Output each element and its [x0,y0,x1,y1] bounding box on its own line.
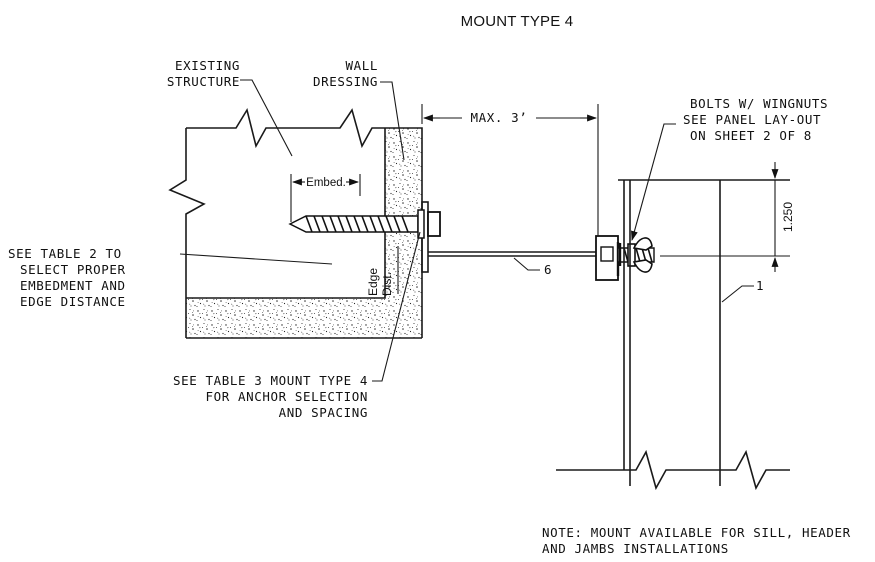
max-3ft-dimension: MAX. 3’ [421,104,599,236]
embed-dimension: Embed. [290,174,361,222]
svg-text:EXISTING: EXISTING [175,58,240,73]
callout-1: 1 [756,278,764,293]
svg-text:Dist.: Dist. [380,272,394,296]
svg-text:ON SHEET 2 OF 8: ON SHEET 2 OF 8 [690,128,812,143]
dim-1250-label: 1.250 [781,202,795,232]
max-dim-label: MAX. 3’ [471,110,528,125]
label-existing-structure: EXISTING STRUCTURE [167,58,240,89]
svg-text:SEE PANEL LAY-OUT: SEE PANEL LAY-OUT [683,112,821,127]
svg-text:EMBEDMENT AND: EMBEDMENT AND [20,278,126,293]
wingnut-bolt [617,237,655,273]
label-wall-dressing: WALL DRESSING [313,58,378,89]
leader-lines [179,79,754,382]
storm-panel [556,179,790,491]
embed-label: Embed. [306,177,346,189]
svg-text:DRESSING: DRESSING [313,74,378,89]
label-table3-note: SEE TABLE 3 MOUNT TYPE 4 FOR ANCHOR SELE… [173,373,368,420]
svg-text:SEE TABLE 2 TO: SEE TABLE 2 TO [8,246,122,261]
svg-text:STRUCTURE: STRUCTURE [167,74,240,89]
svg-text:NOTE: MOUNT AVAILABLE FOR SILL: NOTE: MOUNT AVAILABLE FOR SILL, HEADER [542,525,851,540]
svg-text:SEE TABLE 3 MOUNT TYPE 4: SEE TABLE 3 MOUNT TYPE 4 [173,373,368,388]
svg-text:WALL: WALL [345,58,378,73]
label-bolts-note: BOLTS W/ WINGNUTS SEE PANEL LAY-OUT ON S… [683,96,828,143]
svg-text:AND JAMBS INSTALLATIONS: AND JAMBS INSTALLATIONS [542,541,729,556]
label-bottom-note: NOTE: MOUNT AVAILABLE FOR SILL, HEADER A… [542,525,851,556]
edge-distance-label: Edge Dist. [366,246,399,296]
label-table2-note: SEE TABLE 2 TO SELECT PROPER EMBEDMENT A… [8,246,126,309]
svg-text:Edge: Edge [366,268,380,296]
dim-1250: 1.250 [660,162,795,272]
wall-dressing [186,127,423,338]
drawing-title: MOUNT TYPE 4 [461,13,574,30]
svg-text:FOR ANCHOR SELECTION: FOR ANCHOR SELECTION [205,389,368,404]
svg-text:AND SPACING: AND SPACING [279,405,368,420]
svg-text:EDGE DISTANCE: EDGE DISTANCE [20,294,126,309]
mount-angle-plate [421,201,596,273]
panel-bracket [595,235,620,281]
callout-6: 6 [544,262,552,277]
svg-text:SELECT PROPER: SELECT PROPER [20,262,126,277]
anchor-screw [288,209,441,239]
svg-text:BOLTS W/ WINGNUTS: BOLTS W/ WINGNUTS [690,96,828,111]
